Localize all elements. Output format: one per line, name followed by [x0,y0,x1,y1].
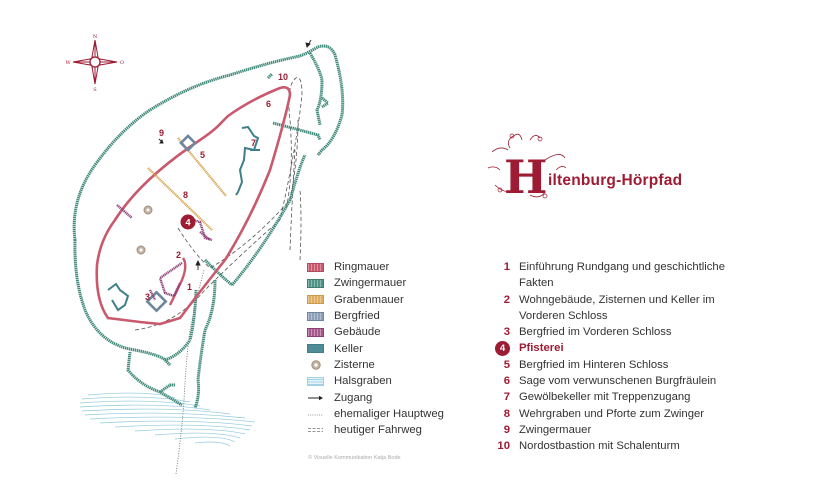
legend-item-bergfried: Bergfried [307,308,497,324]
map-label-9: 9 [159,128,164,138]
map-label-6: 6 [266,99,271,109]
station-title: Gewölbekeller mit Treppenzugang [519,391,691,404]
legend-item-heutiger-fahrweg: heutiger Fahrweg [307,422,497,438]
gebaeude-buildings [116,204,213,301]
keller-cellars [107,125,260,312]
legend-label: heutiger Fahrweg [334,424,422,437]
map-label-2: 2 [176,250,181,260]
dashed-line-icon [307,425,324,435]
legend-label: Gebäude [334,326,381,339]
page-title: iltenburg-Hörpfad [548,172,683,189]
station-item-2[interactable]: 2 Wohngebäude, Zisternen und Keller im V… [492,292,792,325]
ringmauer-swatch-icon [307,262,324,272]
legend-label: Bergfried [334,310,380,323]
station-number: 9 [503,423,510,436]
arrow-icon [307,393,324,403]
station-item-10[interactable]: 10 Nordostbastion mit Schalenturm [492,438,792,454]
station-number: 2 [503,293,510,306]
station-number: 3 [503,326,510,339]
map-label-10: 10 [278,72,288,82]
grabenmauer-swatch-icon [307,295,324,305]
station-number: 7 [503,391,510,404]
station-labels: 1 2 3 4 5 6 7 8 9 10 [145,72,288,302]
legend-item-keller: Keller [307,340,497,356]
map-label-4: 4 [186,218,191,228]
map-label-3: 3 [145,292,150,302]
cistern-icon [307,360,324,370]
station-4-marker[interactable] [180,214,196,230]
map-label-7: 7 [251,138,256,148]
zwingermauer-swatch-icon [307,278,324,288]
map-label-5: 5 [200,150,205,160]
station-number: 8 [503,407,510,420]
halsgraben-area [79,392,256,447]
legend-label: Ringmauer [334,261,390,274]
legend-label: Zugang [334,391,373,404]
legend-item-ehemaliger-hauptweg: ehemaliger Hauptweg [307,406,497,422]
bergfried-towers [145,134,197,313]
legend-label: Zisterne [334,358,375,371]
legend-item-gebaeude: Gebäude [307,324,497,340]
dotted-line-icon [307,409,324,419]
station-item-4-current[interactable]: 4 Pfisterei [492,340,792,356]
bergfried-swatch-icon [307,311,324,321]
station-title: Bergfried im Hinteren Schloss [519,358,669,371]
station-item-7[interactable]: 7 Gewölbekeller mit Treppenzugang [492,389,792,405]
station-item-9[interactable]: 9 Zwingermauer [492,422,792,438]
legend-label: Keller [334,342,363,355]
station-item-3[interactable]: 3 Bergfried im Vorderen Schloss [492,324,792,340]
station-item-8[interactable]: 8 Wehrgraben und Pforte zum Zwinger [492,406,792,422]
zwingermauer-walls [72,44,345,409]
ringmauer-wall [95,86,292,326]
current-road [134,77,303,331]
legend-item-grabenmauer: Grabenmauer [307,292,497,308]
legend-item-zugang: Zugang [307,389,497,405]
map-label-8: 8 [183,190,188,200]
station-title: Bergfried im Vorderen Schloss [519,326,672,339]
access-arrows [158,39,312,270]
legend-label: Halsgraben [334,375,392,388]
legend: Ringmauer Zwingermauer Grabenmauer Bergf… [307,259,497,438]
current-station-badge: 4 [495,340,510,356]
compass-west-label: W [65,60,71,66]
station-title: Einführung Rundgang und geschichtliche F… [519,261,726,290]
station-number: 6 [503,375,510,388]
station-title: Pfisterei [519,342,564,355]
moat-icon [307,376,324,386]
compass-rose-icon: N S W O [65,34,124,93]
legend-label: ehemaliger Hauptweg [334,407,444,420]
station-item-1[interactable]: 1 Einführung Rundgang und geschichtliche… [492,259,792,292]
legend-item-ringmauer: Ringmauer [307,259,497,275]
legend-label: Zwingermauer [334,277,407,290]
station-title: Zwingermauer [519,423,592,436]
legend-item-halsgraben: Halsgraben [307,373,497,389]
station-item-5[interactable]: 5 Bergfried im Hinteren Schloss [492,357,792,373]
station-number: 5 [503,358,510,371]
compass-north-label: N [93,34,98,40]
legend-label: Grabenmauer [334,293,404,306]
legend-item-zisterne: Zisterne [307,357,497,373]
compass-south-label: S [93,87,97,93]
station-title: Wohngebäude, Zisternen und Keller im Vor… [519,293,715,322]
keller-swatch-icon [307,344,324,354]
compass-east-label: O [120,60,124,66]
legend-item-zwingermauer: Zwingermauer [307,275,497,291]
station-number: 1 [503,261,510,273]
station-title: Sage vom verwunschenen Burgfräulein [519,375,717,388]
cistern-icons [136,205,153,255]
gebaeude-swatch-icon [307,327,324,337]
ornamental-initial-icon: H [487,133,567,204]
station-title: Wehrgraben und Pforte zum Zwinger [519,407,705,420]
former-main-path [175,269,205,475]
title-initial: H [504,150,547,204]
grabenmauer-walls [147,137,227,231]
station-title: Nordostbastion mit Schalenturm [519,440,680,453]
station-item-6[interactable]: 6 Sage vom verwunschenen Burgfräulein [492,373,792,389]
copyright-notice: © Visuelle Kommunikation Katja Bode [308,455,401,461]
map-label-1: 1 [187,282,192,292]
station-list: 1 Einführung Rundgang und geschichtliche… [492,259,792,455]
station-number: 10 [497,440,510,453]
